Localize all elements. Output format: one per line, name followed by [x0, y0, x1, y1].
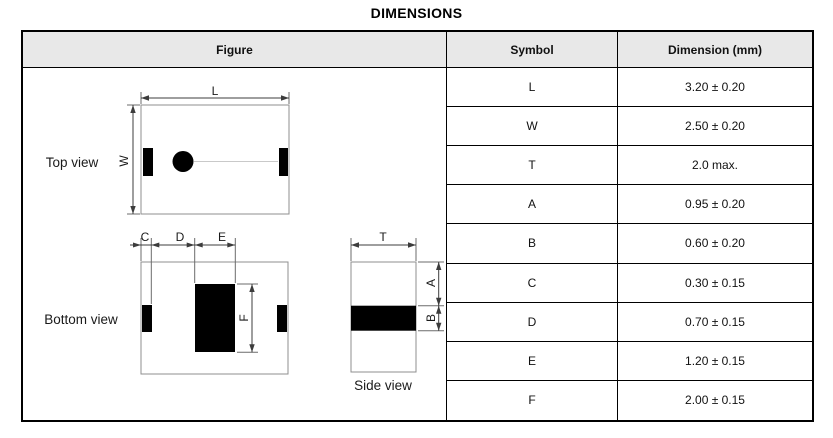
- dimensions-table: Figure Symbol Dimension (mm): [21, 30, 814, 422]
- dim-label-b: B: [424, 314, 438, 322]
- bottom-view-label: Bottom view: [44, 312, 118, 327]
- dim-label-c: C: [141, 230, 150, 244]
- top-view-body: [140, 104, 290, 215]
- symbol-cell: B: [447, 224, 618, 264]
- dim-label-e: E: [218, 230, 226, 244]
- symbol-cell: T: [447, 146, 618, 186]
- column-header-symbol: Symbol: [447, 32, 618, 68]
- dimension-cell: 0.30 ± 0.15: [618, 263, 812, 303]
- symbol-cell: L: [447, 68, 618, 108]
- symbol-cell: A: [447, 185, 618, 225]
- top-view-left-pad: [143, 148, 153, 176]
- symbol-cell: E: [447, 341, 618, 381]
- dim-label-f: F: [237, 314, 251, 321]
- symbol-cell: C: [447, 263, 618, 303]
- dimension-cell: 0.60 ± 0.20: [618, 224, 812, 264]
- symbol-cell: F: [447, 380, 618, 420]
- dimension-cell: 3.20 ± 0.20: [618, 68, 812, 108]
- bottom-view-drawing: C D E F Bottom view: [44, 230, 289, 375]
- page-title: DIMENSIONS: [370, 5, 463, 21]
- top-view-label: Top view: [46, 155, 99, 170]
- figure-cell: L W Top view: [23, 68, 447, 420]
- dimension-cell: 1.20 ± 0.15: [618, 341, 812, 381]
- side-view-label: Side view: [354, 378, 412, 393]
- bottom-view-center-pad: [195, 284, 235, 352]
- dimension-cell: 0.95 ± 0.20: [618, 185, 812, 225]
- dim-label-w: W: [117, 155, 131, 167]
- dimension-cell: 2.0 max.: [618, 146, 812, 186]
- dimension-drawing: L W Top view: [44, 84, 444, 393]
- column-header-dimension: Dimension (mm): [618, 32, 812, 68]
- symbol-cell: D: [447, 302, 618, 342]
- column-header-figure: Figure: [23, 32, 447, 68]
- dimension-cell: 0.70 ± 0.15: [618, 302, 812, 342]
- dim-label-t: T: [379, 230, 387, 244]
- symbol-cell: W: [447, 107, 618, 147]
- bottom-view-left-pad: [142, 305, 152, 332]
- dim-label-l: L: [212, 84, 219, 98]
- dimension-cell: 2.00 ± 0.15: [618, 380, 812, 420]
- top-view-drawing: L W Top view: [46, 84, 290, 215]
- dimension-cell: 2.50 ± 0.20: [618, 107, 812, 147]
- dim-label-a: A: [424, 279, 438, 287]
- dim-label-d: D: [176, 230, 185, 244]
- top-view-center-dot: [172, 151, 194, 172]
- top-view-right-pad: [279, 148, 288, 176]
- side-view-drawing: T A B Side view: [350, 230, 444, 393]
- bottom-view-right-pad: [277, 305, 287, 332]
- side-view-band: [351, 305, 416, 331]
